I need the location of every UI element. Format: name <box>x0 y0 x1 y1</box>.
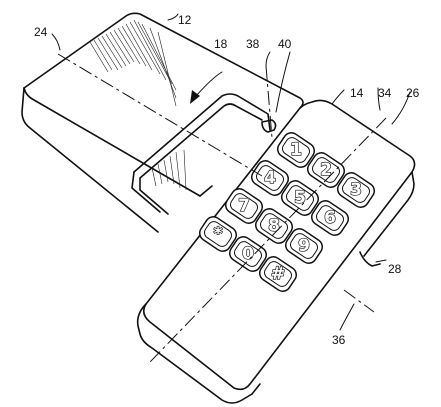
axis-34 <box>149 117 387 363</box>
axis-36 <box>343 289 375 313</box>
key-matrix: 123 456 789 * 0 # <box>197 130 378 295</box>
key-five-label: 5 <box>294 188 306 208</box>
label-38: 38 <box>246 37 260 51</box>
key-three-label: 3 <box>350 180 362 200</box>
reference-numerals: 12 24 18 38 40 14 34 26 28 36 <box>34 13 420 347</box>
key-four-button[interactable]: 4 <box>249 158 292 199</box>
key-eight-label: 8 <box>268 216 280 236</box>
axis-24 <box>57 53 263 177</box>
key-hash-button[interactable]: # <box>257 254 300 295</box>
key-two-button[interactable]: 2 <box>305 150 348 191</box>
label-18: 18 <box>214 37 228 51</box>
key-one-label: 1 <box>290 140 302 160</box>
leader-lines <box>51 13 411 331</box>
insert-arrow <box>190 71 223 104</box>
key-seven-label: 7 <box>238 196 250 216</box>
key-star-button[interactable]: * <box>197 214 240 255</box>
label-40: 40 <box>278 37 292 51</box>
key-six-button[interactable]: 6 <box>309 198 352 239</box>
key-eight-button[interactable]: 8 <box>253 206 296 247</box>
housing-body <box>21 12 304 233</box>
key-nine-label: 9 <box>298 236 310 256</box>
keypad-body <box>136 99 416 404</box>
key-star-label: * <box>214 224 223 244</box>
label-34: 34 <box>378 86 392 100</box>
axis-38 <box>265 65 273 139</box>
key-two-label: 2 <box>320 160 332 180</box>
label-28: 28 <box>388 262 402 276</box>
label-26: 26 <box>406 86 420 100</box>
label-24: 24 <box>34 25 48 39</box>
key-four-label: 4 <box>264 168 276 188</box>
label-12: 12 <box>178 13 192 27</box>
label-14: 14 <box>350 86 364 100</box>
key-six-label: 6 <box>324 208 336 228</box>
key-nine-button[interactable]: 9 <box>283 226 326 267</box>
label-36: 36 <box>332 333 346 347</box>
key-zero-button[interactable]: 0 <box>227 234 270 275</box>
axis-lines <box>57 53 387 363</box>
key-hash-label: # <box>271 264 285 284</box>
key-three-button[interactable]: 3 <box>335 170 378 211</box>
key-one-button[interactable]: 1 <box>275 130 318 171</box>
key-zero-label: 0 <box>242 244 254 264</box>
key-seven-button[interactable]: 7 <box>223 186 266 227</box>
